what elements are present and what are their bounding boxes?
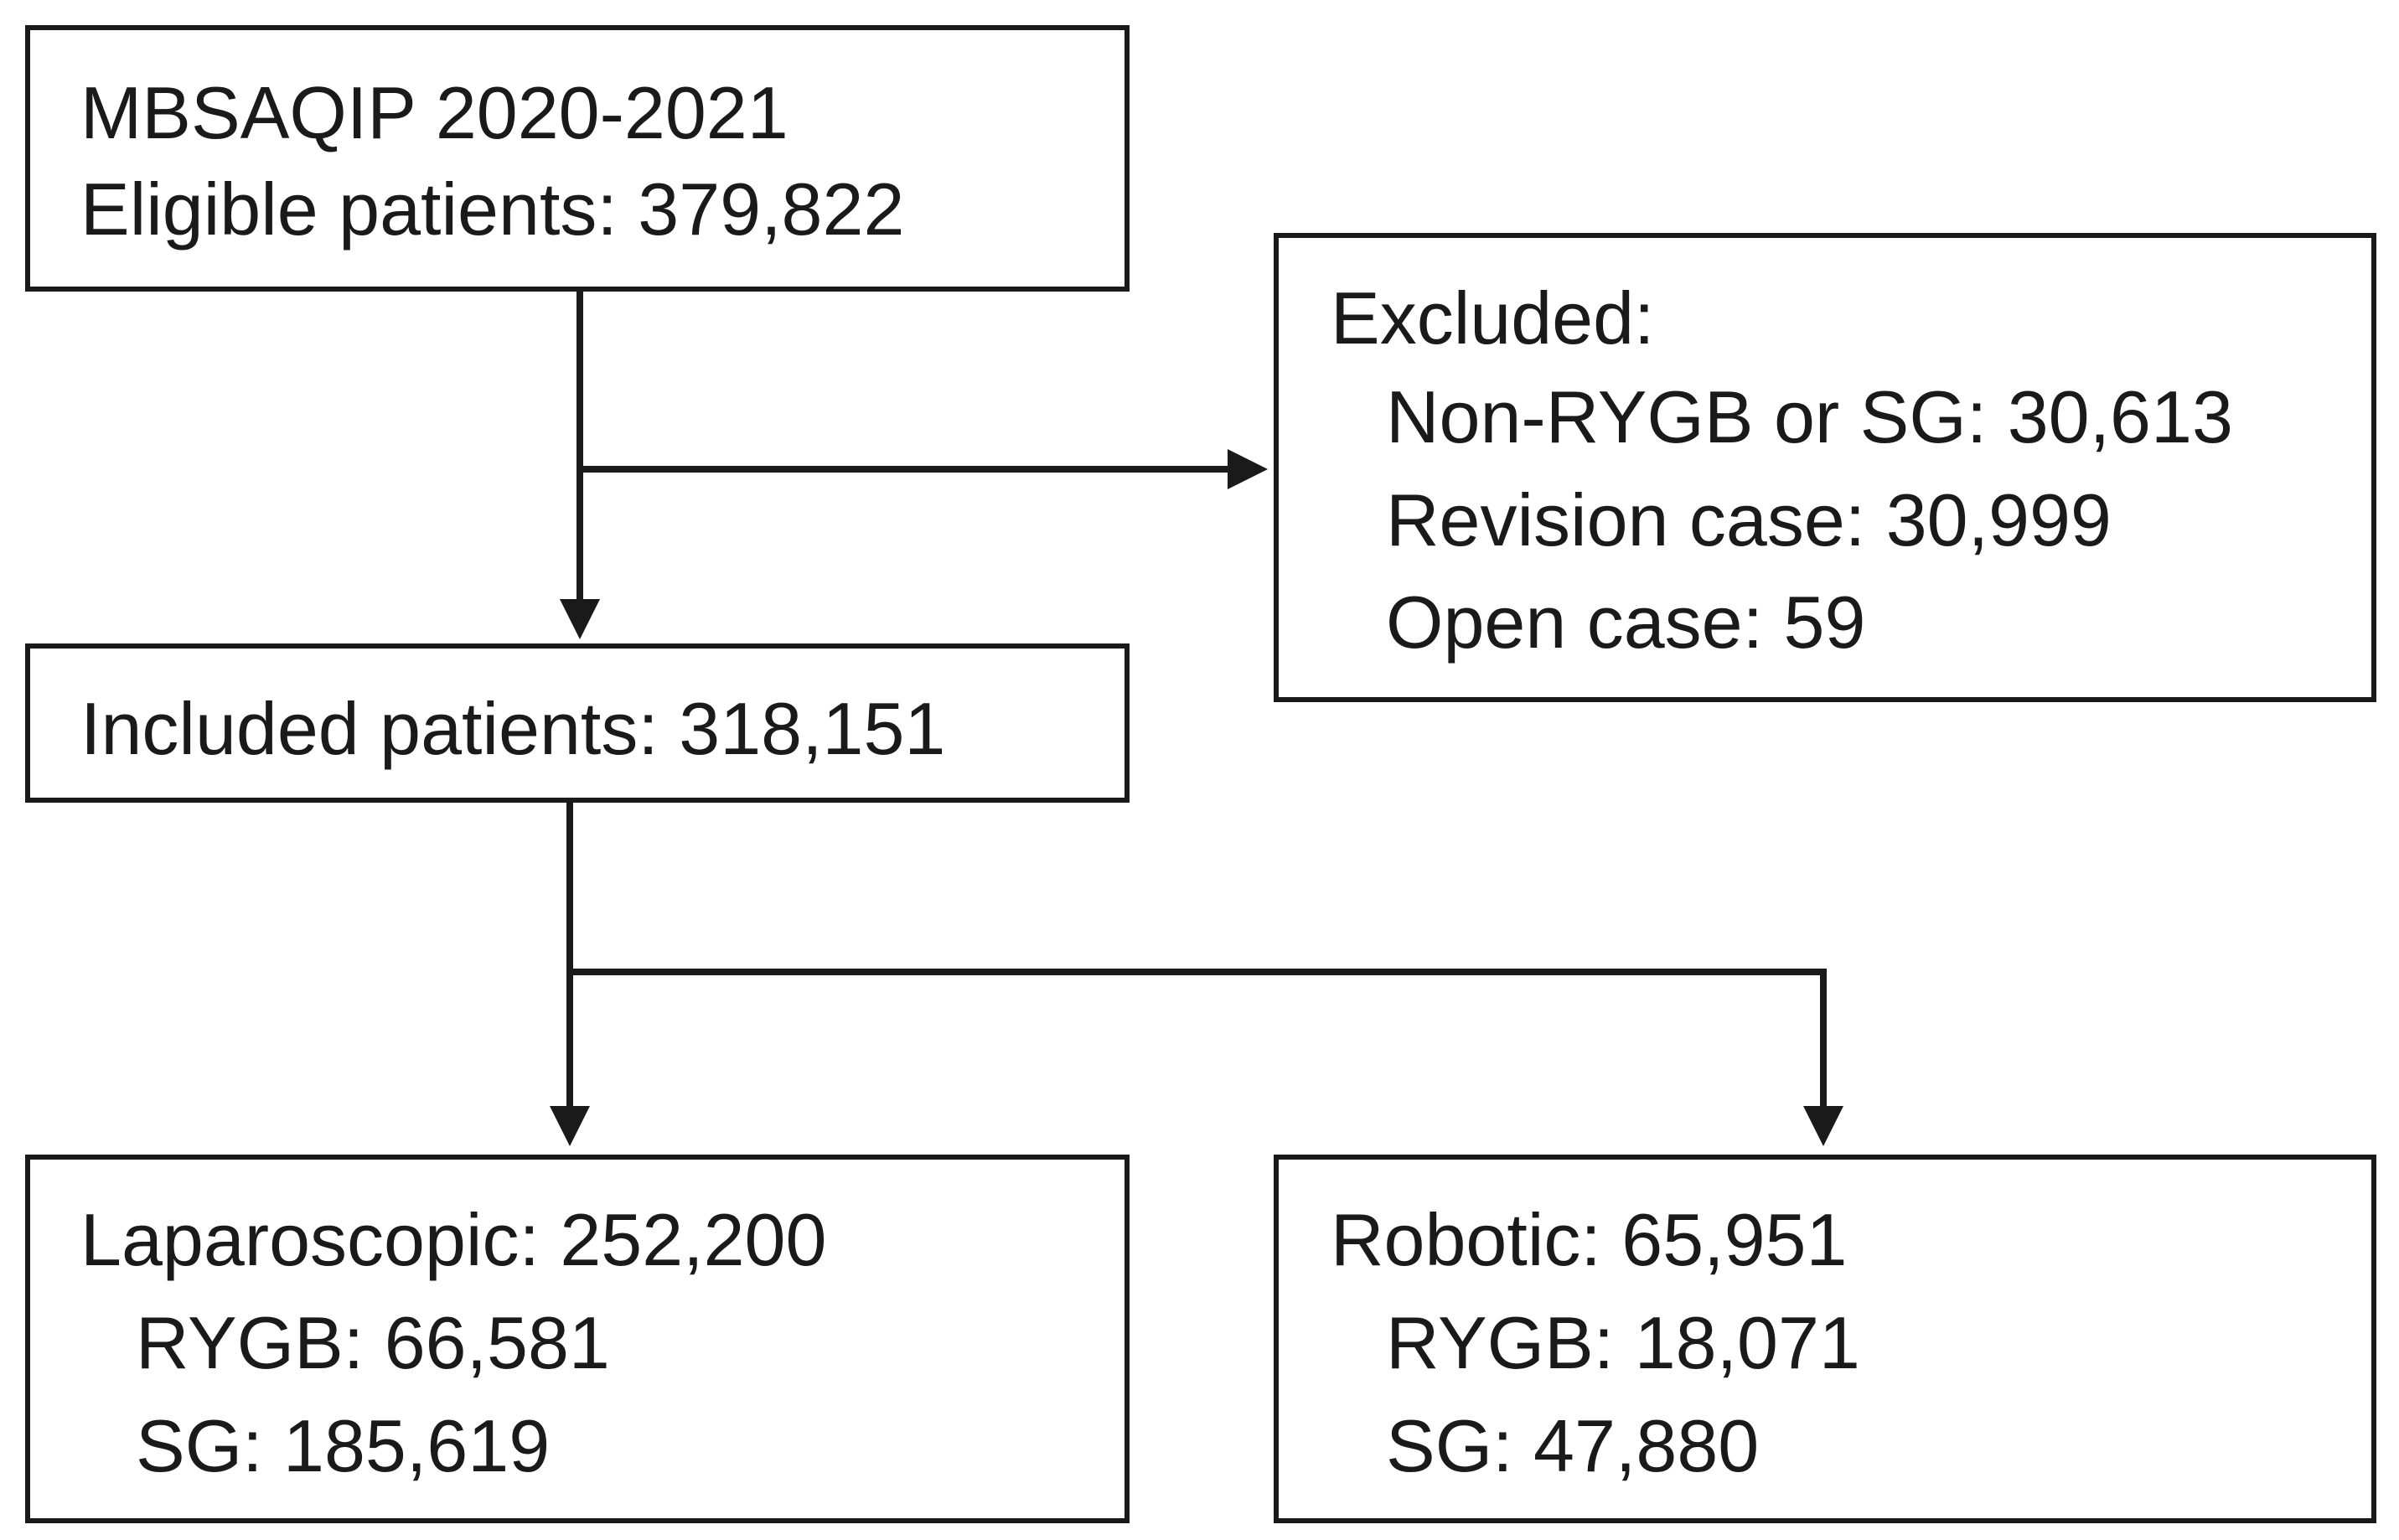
laparoscopic-box: Laparoscopic: 252,200 RYGB: 66,581 SG: 1… xyxy=(25,1155,1130,1523)
eligible-patients: Eligible patients: 379,822 xyxy=(80,168,905,251)
excluded-item: Revision case: 30,999 xyxy=(1386,478,2112,561)
laparoscopic-item: SG: 185,619 xyxy=(136,1404,551,1487)
included-patients: Included patients: 318,151 xyxy=(80,687,946,770)
robotic-title: Robotic: 65,951 xyxy=(1331,1198,1848,1281)
source-box: MBSAQIP 2020-2021 Eligible patients: 379… xyxy=(25,25,1130,292)
laparoscopic-item: RYGB: 66,581 xyxy=(136,1301,610,1384)
source-title: MBSAQIP 2020-2021 xyxy=(80,71,788,154)
robotic-item: RYGB: 18,071 xyxy=(1386,1301,1860,1384)
robotic-box: Robotic: 65,951 RYGB: 18,071 SG: 47,880 xyxy=(1274,1155,2376,1523)
excluded-item: Non-RYGB or SG: 30,613 xyxy=(1386,375,2233,458)
included-box: Included patients: 318,151 xyxy=(25,643,1130,803)
excluded-title: Excluded: xyxy=(1331,276,1655,359)
excluded-box: Excluded: Non-RYGB or SG: 30,613 Revisio… xyxy=(1274,233,2376,702)
robotic-item: SG: 47,880 xyxy=(1386,1404,1760,1487)
laparoscopic-title: Laparoscopic: 252,200 xyxy=(80,1198,827,1281)
excluded-item: Open case: 59 xyxy=(1386,581,1866,664)
